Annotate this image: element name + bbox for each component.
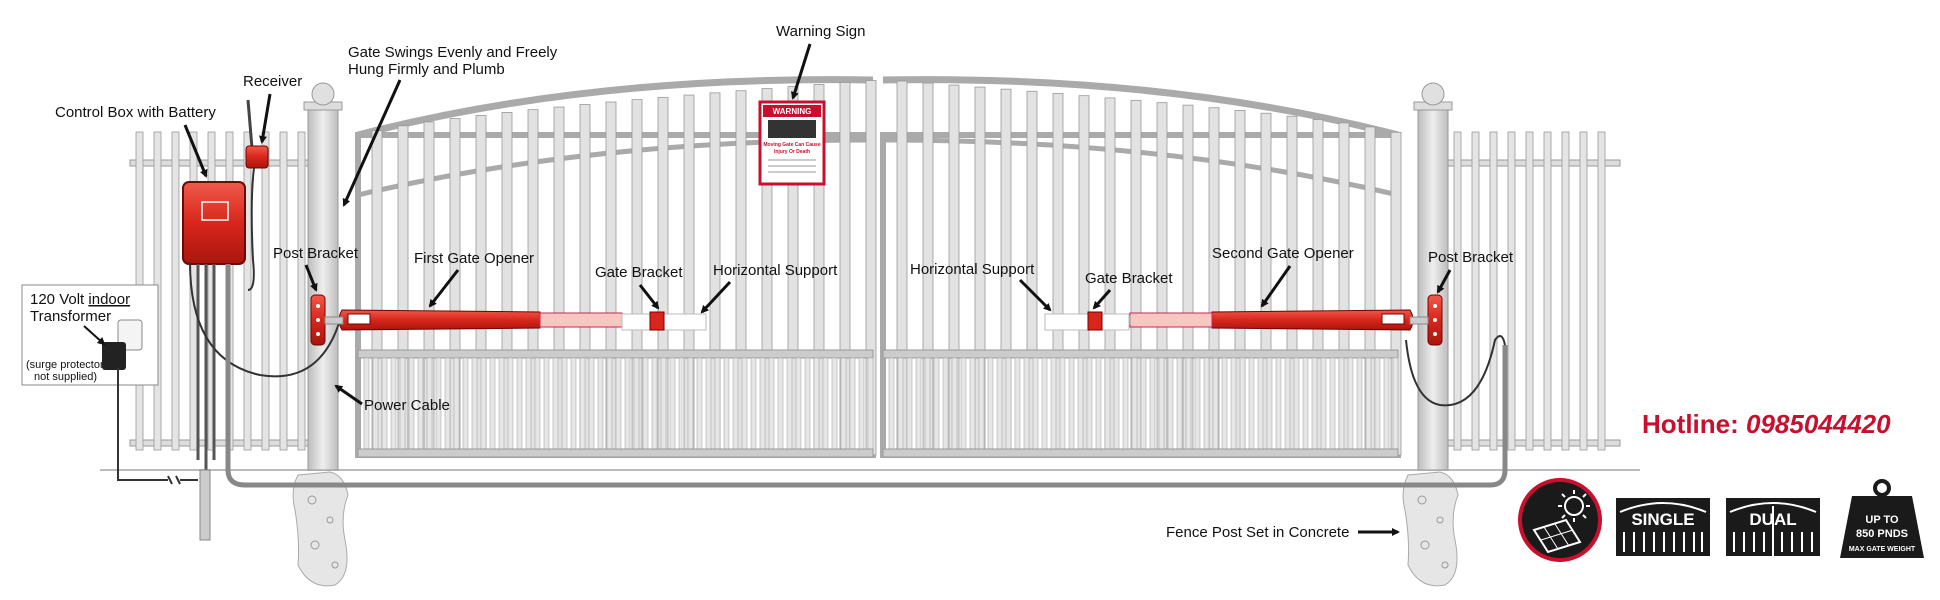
gate-leaf-right [880,76,1402,458]
hotline: Hotline: 0985044420 [1642,409,1891,439]
label-gate-bracket-left: Gate Bracket [595,264,683,281]
label-post-bracket-left: Post Bracket [273,245,359,262]
weight-badge: UP TO 850 PNDS MAX GATE WEIGHT [1840,479,1924,558]
badge-weight-2: 850 PNDS [1856,528,1908,540]
dual-gate-badge: DUAL [1726,498,1820,556]
warning-sign: WARNING Moving Gate Can Cause Injury Or … [758,100,826,186]
power-cable [189,261,341,378]
transformer-label-2: Transformer [30,308,111,325]
power-cable-right [1405,335,1506,407]
label-post-bracket-right: Post Bracket [1428,249,1514,266]
control-box [182,181,246,541]
gate-bracket-right [1044,311,1130,331]
first-gate-opener [324,309,653,331]
badge-weight-1: UP TO [1865,514,1899,526]
post-bracket-right [1427,294,1443,346]
gate-leaf-left [355,76,877,458]
label-horizontal-support-left: Horizontal Support [713,262,838,279]
svg-text:120 Volt indoor: 120 Volt indoor [30,291,130,308]
label-second-gate-opener: Second Gate Opener [1212,245,1354,262]
surge-note-2: not supplied) [34,371,97,383]
warning-sign-line2: Injury Or Death [774,149,810,155]
label-gate-bracket-right: Gate Bracket [1085,270,1173,287]
surge-note-1: (surge protector [26,359,104,371]
label-receiver: Receiver [243,73,302,90]
transformer-label-a: 120 Volt [30,291,88,308]
transformer-label-b: indoor [88,291,130,308]
right-fence-section [1447,131,1621,451]
second-gate-opener [1099,309,1429,331]
label-fence-post: Fence Post Set in Concrete [1166,524,1349,541]
label-first-gate-opener: First Gate Opener [414,250,534,267]
concrete-footing-right [1402,471,1459,587]
label-gate-swings-2: Hung Firmly and Plumb [348,61,505,78]
transformer-box: 120 Volt indoor Transformer (surge prote… [21,284,198,485]
label-control-box: Control Box with Battery [55,104,216,121]
single-gate-badge: SINGLE [1616,498,1710,556]
badge-weight-3: MAX GATE WEIGHT [1849,546,1916,553]
solar-badge [1518,478,1602,562]
conduit-line [225,264,1508,488]
receiver [245,99,269,291]
label-horizontal-support-right: Horizontal Support [910,261,1035,278]
badge-single: SINGLE [1631,510,1694,529]
hotline-label: Hotline: [1642,409,1746,439]
gate-bracket-left [621,311,707,331]
post-bracket-left [310,294,326,346]
warning-sign-line1: Moving Gate Can Cause [763,142,820,148]
label-warning-sign: Warning Sign [776,23,866,40]
warning-sign-header: WARNING [773,107,812,116]
hotline-number: 0985044420 [1746,409,1891,439]
label-gate-swings-1: Gate Swings Evenly and Freely [348,44,558,61]
concrete-footing-left [292,471,349,587]
label-power-cable: Power Cable [364,397,450,414]
